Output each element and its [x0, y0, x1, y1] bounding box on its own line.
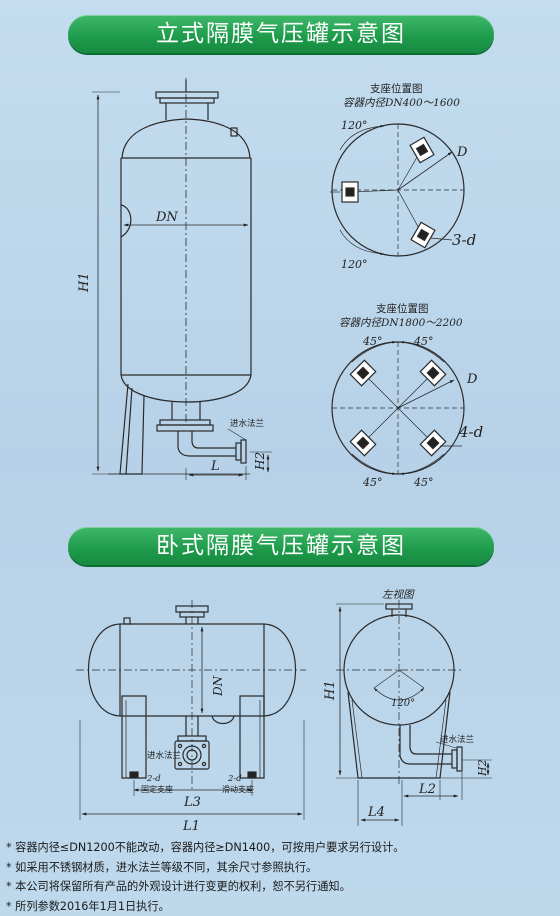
support-small-drawing — [330, 123, 465, 257]
note-4: * 所列参数2016年1月1日执行。 — [6, 899, 170, 913]
support-large-angle-tl: 45° — [362, 335, 383, 348]
support-large-angle-bl: 45° — [362, 476, 383, 489]
vertical-h1-label: H1 — [77, 272, 92, 293]
support-small-d-label: D — [456, 145, 468, 160]
support-large-angle-tr: 45° — [413, 335, 434, 348]
vertical-h2-label: H2 — [253, 452, 267, 471]
side-view-inlet-label: 进水法兰 — [440, 734, 474, 745]
note-3: * 本公司将保留所有产品的外观设计进行变更的权利，恕不另行通知。 — [6, 880, 351, 893]
support-small-holes-label: 3-d — [452, 231, 476, 249]
side-view-title: 左视图 — [382, 589, 415, 601]
horizontal-tank-drawing — [76, 600, 306, 820]
support-small-angle-top: 120° — [341, 119, 368, 132]
support-large-drawing — [331, 341, 465, 475]
fixed-support-hole-label: 2-d — [146, 774, 161, 784]
side-view-h2-label: H2 — [476, 759, 489, 777]
fixed-support-label: 固定支座 — [141, 784, 173, 794]
side-view-h1-label: H1 — [323, 680, 338, 701]
support-large-d-label: D — [466, 372, 478, 387]
support-large-title: 支座位置图 — [376, 302, 429, 315]
vertical-tank-drawing — [92, 78, 272, 480]
support-small-angle-bottom: 120° — [341, 258, 368, 271]
side-view-l2-label: L2 — [418, 782, 436, 797]
horizontal-dn-label: DN — [211, 675, 225, 697]
horizontal-tank-title-banner: 卧式隔膜气压罐示意图 — [68, 527, 494, 565]
support-small-subtitle: 容器内径DN400～1600 — [343, 97, 460, 109]
horizontal-l3-label: L3 — [183, 795, 201, 810]
support-large-subtitle: 容器内径DN1800～2200 — [339, 317, 463, 329]
horizontal-l1-label: L1 — [182, 819, 200, 834]
vertical-tank-title-banner: 立式隔膜气压罐示意图 — [68, 15, 494, 53]
note-1: * 容器内径≤DN1200不能改动，容器内径≥DN1400，可按用户要求另行设计… — [6, 841, 405, 854]
vertical-inlet-label: 进水法兰 — [230, 418, 264, 429]
vertical-dn-label: DN — [155, 210, 178, 225]
support-large-angle-br: 45° — [413, 476, 434, 489]
note-2: * 如采用不锈钢材质，进水法兰等级不同，其余尺寸参照执行。 — [6, 860, 318, 874]
horizontal-inlet-label: 进水法兰 — [147, 750, 181, 761]
support-large-holes-label: 4-d — [458, 423, 483, 441]
side-view-angle: 120° — [391, 698, 415, 709]
sliding-support-hole-label: 2-d — [227, 774, 242, 784]
support-small-title: 支座位置图 — [370, 82, 423, 95]
vertical-l-label: L — [210, 459, 220, 474]
side-view-drawing — [336, 600, 492, 826]
notes: * 容器内径≤DN1200不能改动，容器内径≥DN1400，可按用户要求另行设计… — [6, 838, 556, 916]
sliding-support-label: 滑动支座 — [222, 784, 254, 794]
side-view-l4-label: L4 — [367, 805, 385, 820]
